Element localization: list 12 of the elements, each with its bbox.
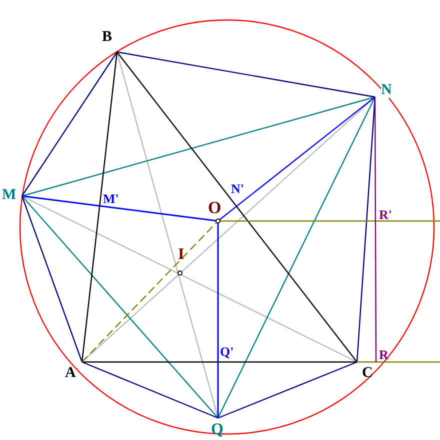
point-label: R: [379, 348, 388, 361]
point-label: I: [178, 247, 184, 263]
point-label: M': [103, 192, 119, 205]
point-label: M: [2, 188, 16, 203]
point-label: C: [362, 366, 373, 381]
point-label: A: [65, 366, 76, 381]
point-label: N': [231, 182, 244, 195]
point-label: B: [102, 30, 112, 45]
point-label: Q': [220, 345, 234, 358]
point-label: N: [381, 83, 392, 98]
point-label: R': [379, 208, 392, 221]
point-label: O: [208, 199, 222, 216]
